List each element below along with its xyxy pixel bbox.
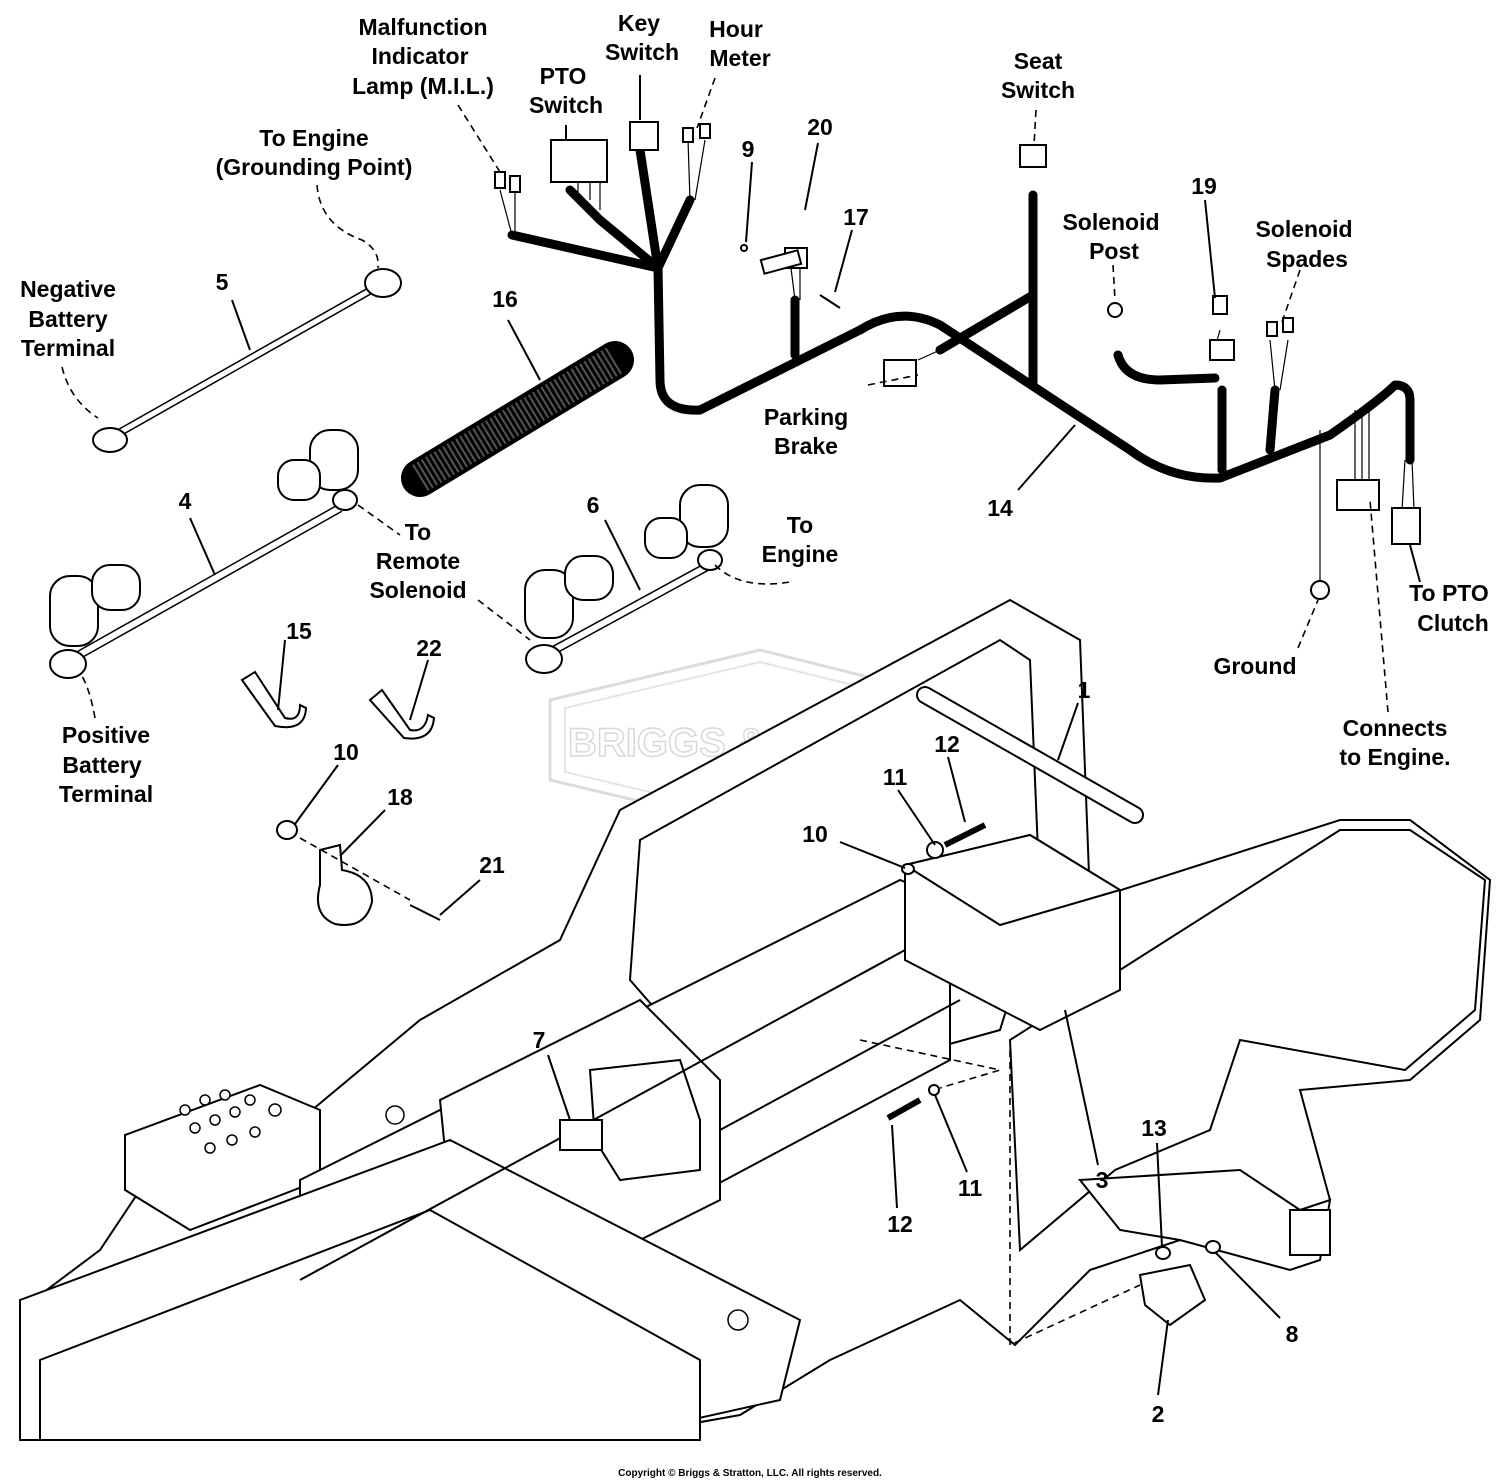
hour-meter-connector-b [699,123,711,139]
label-engine-ground-line1: To Engine [259,125,368,151]
cable-tie-22 [368,688,436,740]
part-19-cap [1212,295,1228,315]
text-labels: Malfunction Indicator Lamp (M.I.L.) PTO … [20,10,1489,807]
callout-12-a: 12 [934,731,960,757]
part-17-screw [819,294,841,309]
callout-10-a: 10 [333,739,359,765]
callout-6: 6 [587,492,600,518]
engine-connector [1336,479,1380,511]
leader-lines [61,75,1421,1396]
label-neg-batt-line1: Negative [20,276,116,302]
callout-9: 9 [742,136,755,162]
label-neg-batt-line3: Terminal [21,335,115,361]
mil-connector-a [494,171,506,189]
callout-7: 7 [533,1027,546,1053]
part-17-bracket [759,249,803,275]
label-pto-switch-line1: PTO [540,63,587,89]
callout-14: 14 [987,495,1013,521]
label-neg-batt-line2: Battery [28,306,107,332]
callout-8: 8 [1286,1321,1299,1347]
label-mil-line1: Malfunction [358,14,487,40]
label-seat-switch-line2: Switch [1001,77,1075,103]
part-7-switch [559,1119,603,1151]
callout-5: 5 [216,269,229,295]
callout-20: 20 [807,114,833,140]
hour-meter-connector-a [682,127,694,143]
callout-10-b: 10 [802,821,828,847]
callout-3: 3 [1096,1167,1109,1193]
callout-numbers: 1 2 3 4 5 6 7 8 9 10 10 11 11 12 12 13 1… [179,114,1299,1427]
label-pos-batt-line2: Battery [62,752,141,778]
label-remote-solenoid-line3: Solenoid [369,577,466,603]
label-mil-line2: Indicator [371,43,468,69]
part-21-screw [409,904,441,921]
label-pos-batt-line3: Terminal [59,781,153,807]
part-18-clamp [316,843,374,926]
solenoid-spade-b [1282,317,1294,333]
cable-tie-15 [240,670,308,729]
callout-22: 22 [416,635,442,661]
label-connects-engine-line1: Connects [1343,715,1448,741]
label-to-engine-line1: To [787,512,813,538]
part-13-nut [1155,1246,1171,1260]
part-19-connector [1209,339,1235,361]
engine-cable [524,484,729,674]
label-pto-clutch-line2: Clutch [1417,610,1489,636]
chassis-frame [19,598,1492,1441]
label-key-switch-line2: Switch [605,39,679,65]
callout-15: 15 [286,618,312,644]
ground-terminal [1310,580,1330,600]
label-solenoid-post-line1: Solenoid [1062,209,1159,235]
mil-connector-b [509,175,521,193]
label-solenoid-spades-line2: Spades [1266,246,1348,272]
label-key-switch-line1: Key [618,10,660,36]
label-pto-switch-line2: Switch [529,92,603,118]
callout-18: 18 [387,784,413,810]
label-solenoid-spades-line1: Solenoid [1255,216,1352,242]
label-mil-line3: Lamp (M.I.L.) [352,73,494,99]
callout-11-a: 11 [883,764,908,790]
label-pto-clutch-line1: To PTO [1409,580,1489,606]
label-seat-switch-line1: Seat [1014,48,1063,74]
callout-19: 19 [1191,173,1217,199]
seat-switch-connector [1019,144,1047,168]
positive-battery-cable [49,429,359,679]
callout-21: 21 [479,852,505,878]
label-remote-solenoid-line2: Remote [376,548,460,574]
wiring-harness [494,121,1421,600]
negative-battery-cable [92,268,402,453]
part-8-nut [1205,1240,1221,1254]
label-hour-meter-line2: Meter [709,45,770,71]
solenoid-post-terminal [1107,302,1123,318]
callout-11-b: 11 [958,1175,983,1201]
callout-2: 2 [1152,1401,1165,1427]
callout-16: 16 [492,286,518,312]
callout-17: 17 [843,204,869,230]
conduit-sleeve [401,341,634,497]
label-hour-meter-line1: Hour [709,16,763,42]
callout-13: 13 [1141,1115,1167,1141]
label-engine-ground-line2: (Grounding Point) [216,154,413,180]
label-ground: Ground [1213,653,1296,679]
pto-switch-connector [550,139,608,183]
part-9-screw [740,244,748,252]
parking-brake-connector [883,359,917,387]
label-parking-brake-line2: Brake [774,433,838,459]
part-10-nut [276,820,298,840]
label-to-engine-line2: Engine [762,541,839,567]
label-remote-solenoid-line1: To [405,519,431,545]
callout-1: 1 [1078,677,1091,703]
callout-4: 4 [179,488,192,514]
label-pos-batt-line1: Positive [62,722,150,748]
label-solenoid-post-line2: Post [1089,238,1139,264]
label-connects-engine-line2: to Engine. [1339,744,1450,770]
pto-clutch-connector [1391,507,1421,545]
solenoid-spade-a [1266,321,1278,337]
key-switch-connector [629,121,659,151]
label-parking-brake-line1: Parking [764,404,848,430]
callout-12-b: 12 [887,1211,913,1237]
copyright-notice: Copyright © Briggs & Stratton, LLC. All … [618,1468,882,1479]
